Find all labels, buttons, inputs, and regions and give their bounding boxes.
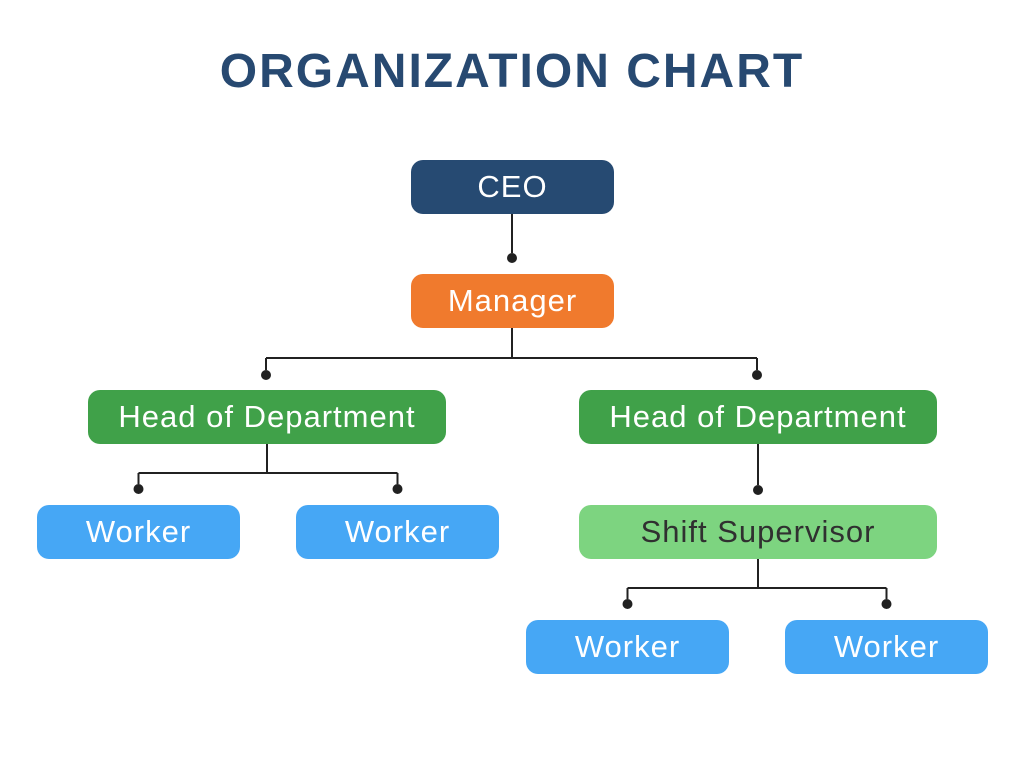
node-worker-left-1: Worker [37,505,240,559]
node-worker-right-2: Worker [785,620,988,674]
node-shift-supervisor: Shift Supervisor [579,505,937,559]
node-worker-left-2: Worker [296,505,499,559]
node-manager: Manager [411,274,614,328]
node-head-of-department-right: Head of Department [579,390,937,444]
page-title: ORGANIZATION CHART [219,45,805,98]
node-ceo: CEO [411,160,614,214]
node-worker-right-1: Worker [526,620,729,674]
node-head-of-department-left: Head of Department [88,390,446,444]
